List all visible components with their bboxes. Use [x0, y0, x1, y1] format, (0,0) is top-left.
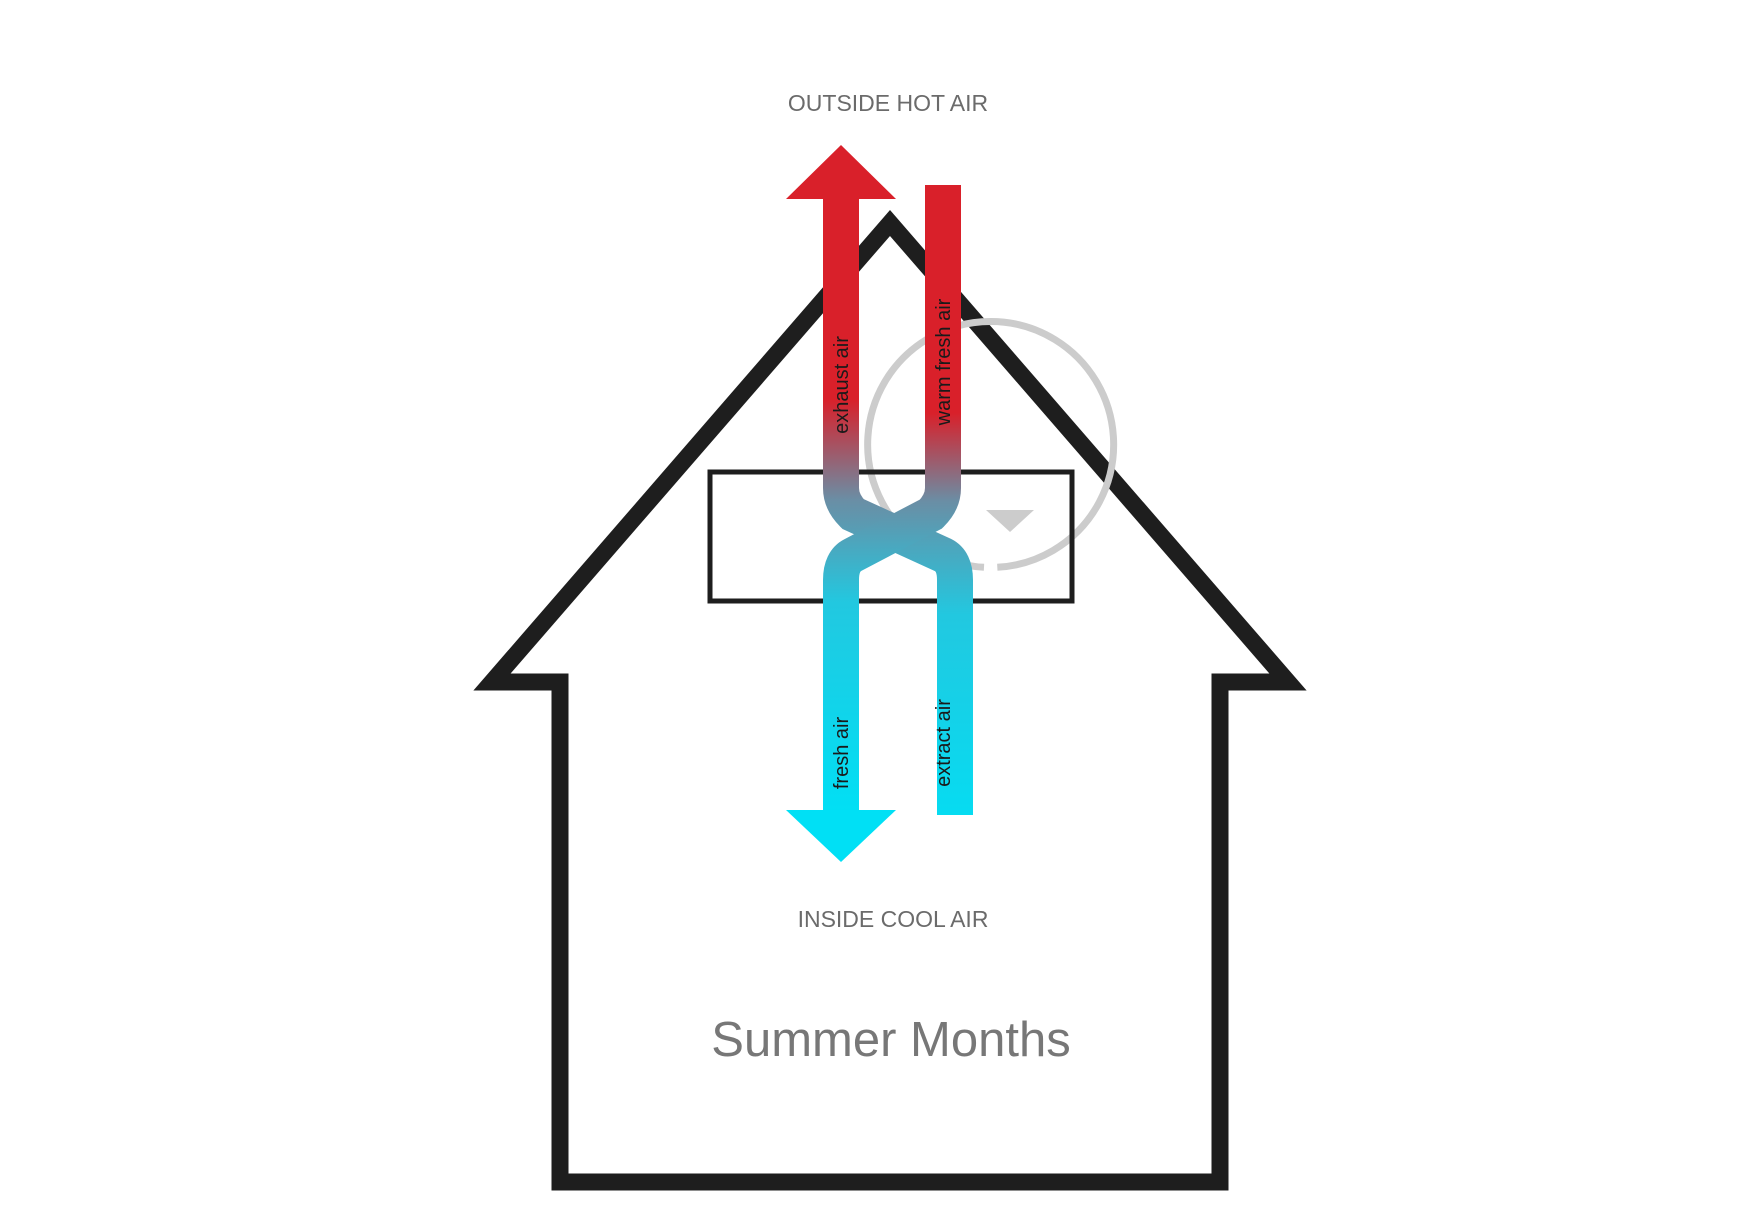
fresh-air-label: fresh air — [831, 717, 853, 790]
fresh-arrow-down-icon — [786, 810, 896, 862]
warm-fresh-air-label: warm fresh air — [933, 298, 955, 426]
exhaust-air-label: exhaust air — [831, 336, 853, 434]
inside-cool-air-label: INSIDE COOL AIR — [798, 906, 989, 932]
warm-fresh-extract-duct — [823, 185, 961, 815]
extract-air-label: extract air — [933, 699, 955, 787]
rotation-arrowhead-icon — [986, 510, 1034, 532]
diagram-title: Summer Months — [711, 1013, 1070, 1067]
heat-exchanger-box — [707, 469, 1075, 604]
rotation-arrow-icon — [864, 318, 1118, 571]
house-outline — [473, 210, 1307, 1191]
exhaust-arrow-up-icon — [786, 145, 896, 199]
outside-hot-air-label: OUTSIDE HOT AIR — [788, 90, 988, 116]
